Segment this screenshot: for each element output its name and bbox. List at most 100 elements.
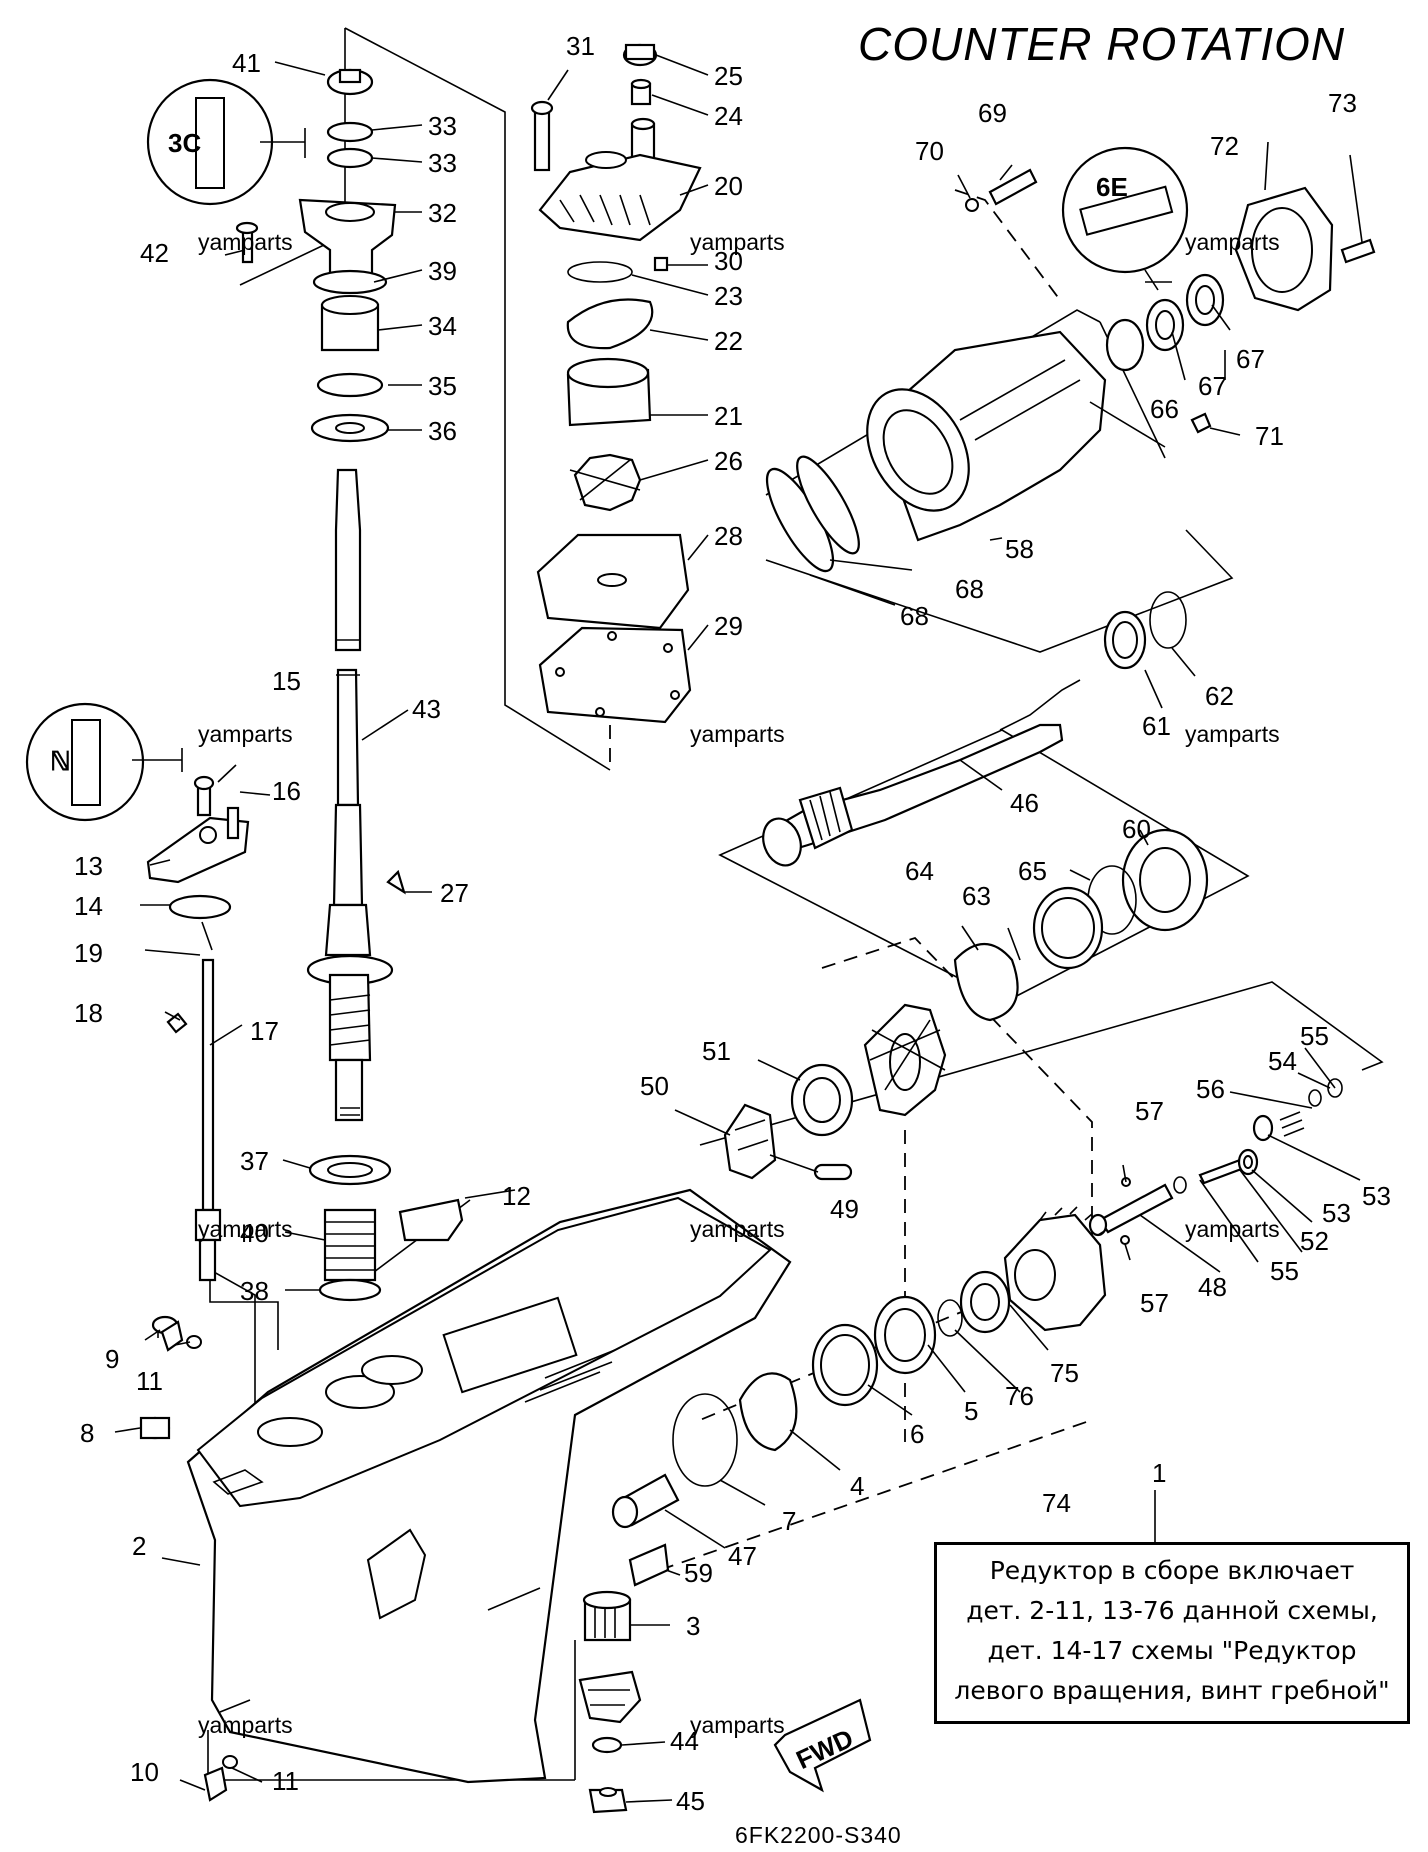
callout-label: 54 <box>1268 1046 1297 1076</box>
callout-label: 49 <box>830 1194 859 1224</box>
svg-text:6E: 6E <box>1096 172 1128 202</box>
callout-label: 36 <box>428 416 457 446</box>
callout-label: 3 <box>686 1611 700 1641</box>
callout-label: 14 <box>74 891 103 921</box>
callout-label: 4 <box>850 1471 864 1501</box>
callout-label: 69 <box>978 98 1007 128</box>
callout-label: 76 <box>1005 1381 1034 1411</box>
shift-rod-cluster: ℕ <box>25 702 406 1282</box>
grease-detail-circle-upper: 3C <box>146 78 306 206</box>
callout-label: 53 <box>1322 1198 1351 1228</box>
callout-label: 42 <box>140 238 169 268</box>
callout-label: 68 <box>900 601 929 631</box>
watermark: yamparts <box>1185 229 1280 255</box>
callout-label: 29 <box>714 611 743 641</box>
drive-shaft <box>306 468 394 1122</box>
watermark: yamparts <box>690 1216 785 1242</box>
note-line: левого вращения, винт гребной" <box>954 1676 1390 1705</box>
callout-labels: 1 2 3 4 5 6 7 8 9 10 11 11 12 13 14 15 1… <box>74 31 1391 1816</box>
callout-label: 31 <box>566 31 595 61</box>
callout-label: 71 <box>1255 421 1284 451</box>
watermark: yamparts <box>198 229 293 255</box>
callout-label: 55 <box>1270 1256 1299 1286</box>
callout-label: 66 <box>1150 394 1179 424</box>
callout-label: 20 <box>714 171 743 201</box>
callout-label: 1 <box>1152 1458 1166 1488</box>
callout-label: 41 <box>232 48 261 78</box>
clutch-and-forward-gear <box>723 1003 947 1181</box>
callout-label: 6 <box>910 1419 924 1449</box>
callout-label: 51 <box>702 1036 731 1066</box>
callout-label: 18 <box>74 998 103 1028</box>
watermark: yamparts <box>690 229 785 255</box>
callout-label: 58 <box>1005 534 1034 564</box>
callout-label: 44 <box>670 1726 699 1756</box>
callout-label: 7 <box>782 1506 796 1536</box>
callout-label: 45 <box>676 1786 705 1816</box>
callout-label: 10 <box>130 1757 159 1787</box>
callout-label: 68 <box>955 574 984 604</box>
reverse-gear-and-bearings <box>672 1206 1107 1487</box>
callout-label: 33 <box>428 111 457 141</box>
callout-label: 13 <box>74 851 103 881</box>
callout-label: 73 <box>1328 88 1357 118</box>
note-line: дет. 14-17 схемы "Редуктор <box>987 1636 1357 1665</box>
drain-plug-parts <box>139 1315 238 1802</box>
callout-label: 64 <box>905 856 934 886</box>
callout-label: 63 <box>962 881 991 911</box>
callout-label: 56 <box>1196 1074 1225 1104</box>
callout-label: 19 <box>74 938 103 968</box>
pinion-and-bearings-lower <box>578 1473 680 1814</box>
callout-label: 40 <box>240 1218 269 1248</box>
callout-label: 23 <box>714 281 743 311</box>
svg-text:ℕ: ℕ <box>50 746 71 776</box>
propeller-shaft <box>762 591 1187 867</box>
callout-label: 75 <box>1050 1358 1079 1388</box>
callout-label: 17 <box>250 1016 279 1046</box>
callout-label: 62 <box>1205 681 1234 711</box>
callout-label: 8 <box>80 1418 94 1448</box>
callout-label: 43 <box>412 694 441 724</box>
callout-label: 38 <box>240 1276 269 1306</box>
callout-label: 9 <box>105 1344 119 1374</box>
callout-label: 52 <box>1300 1226 1329 1256</box>
callout-label: 67 <box>1198 371 1227 401</box>
callout-label: 67 <box>1236 344 1265 374</box>
callout-label: 47 <box>728 1541 757 1571</box>
callout-label: 65 <box>1018 856 1047 886</box>
callout-label: 46 <box>1010 788 1039 818</box>
note-line: Редуктор в сборе включает <box>989 1556 1355 1585</box>
watermark: yamparts <box>1185 1216 1280 1242</box>
watermark: yamparts <box>690 1712 785 1738</box>
callout-label: 37 <box>240 1146 269 1176</box>
watermarks: yamparts yamparts yamparts yamparts yamp… <box>198 229 1280 1738</box>
callout-label: 12 <box>502 1181 531 1211</box>
watermark: yamparts <box>198 1216 293 1242</box>
water-pump-assembly <box>530 43 702 724</box>
shift-plunger-parts <box>1088 1078 1343 1245</box>
forward-direction-arrow: FWD <box>773 1698 872 1793</box>
leader-lines <box>114 54 1363 1803</box>
callout-label: 21 <box>714 401 743 431</box>
watermark: yamparts <box>690 721 785 747</box>
lower-case-cap-assembly: 6E <box>765 146 1376 573</box>
callout-label: 72 <box>1210 131 1239 161</box>
gear-case-housing <box>186 1188 792 1784</box>
pinion-bearing-stack <box>308 1154 464 1302</box>
callout-label: 15 <box>272 666 301 696</box>
callout-label: 39 <box>428 256 457 286</box>
callout-label: 32 <box>428 198 457 228</box>
svg-text:3C: 3C <box>168 128 201 158</box>
callout-label: 25 <box>714 61 743 91</box>
callout-label: 30 <box>714 246 743 276</box>
diagram-title: COUNTER ROTATION <box>858 18 1345 70</box>
callout-label: 57 <box>1140 1288 1169 1318</box>
assembly-note-box: Редуктор в сборе включает дет. 2-11, 13-… <box>934 1542 1410 1724</box>
ball-bearing-and-shims <box>953 828 1209 1022</box>
upper-oil-seal-stack <box>235 68 397 443</box>
callout-label: 50 <box>640 1071 669 1101</box>
callout-label: 16 <box>272 776 301 806</box>
callout-label: 26 <box>714 446 743 476</box>
callout-label: 61 <box>1142 711 1171 741</box>
